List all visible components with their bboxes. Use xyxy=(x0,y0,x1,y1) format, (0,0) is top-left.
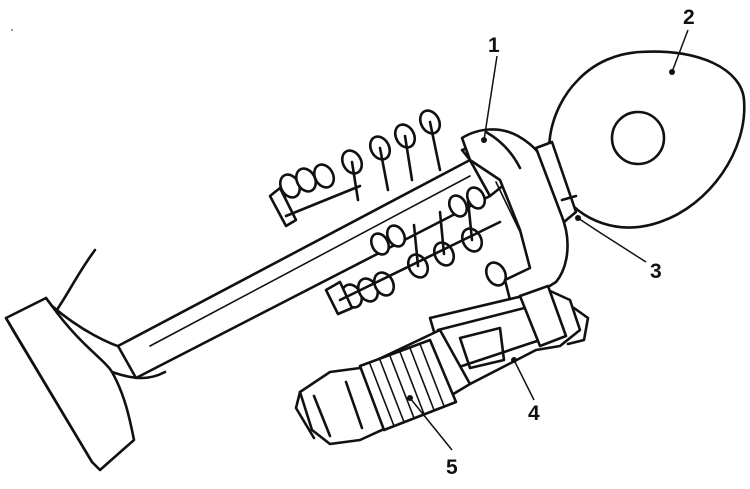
callout-label-1: 1 xyxy=(488,34,500,57)
callout-label-3: 3 xyxy=(650,260,662,283)
callout-5: 5 xyxy=(407,395,458,479)
valve xyxy=(4,138,512,472)
callout-2: 2 xyxy=(669,6,695,75)
callout-label-4: 4 xyxy=(528,402,540,425)
callout-label-5: 5 xyxy=(446,456,458,479)
tensioner-housing xyxy=(294,328,472,446)
callout-1: 1 xyxy=(481,34,500,143)
cylinder-head-outline xyxy=(11,29,97,332)
rocker-arm xyxy=(460,128,578,302)
callout-3: 3 xyxy=(575,215,662,283)
callout-4: 4 xyxy=(511,357,540,425)
camshaft-lobe xyxy=(547,50,746,229)
callout-label-2: 2 xyxy=(683,6,695,29)
valve-spring xyxy=(268,109,508,316)
